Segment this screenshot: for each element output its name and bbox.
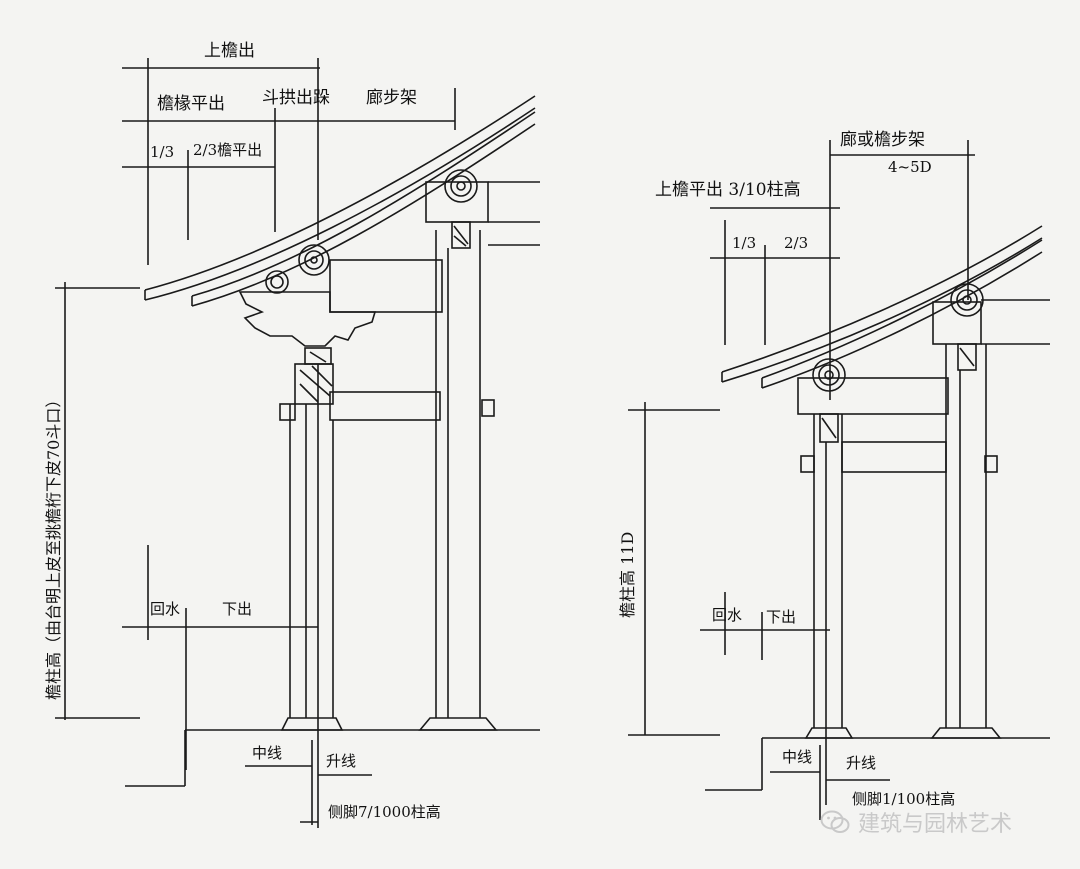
right-section-drawing bbox=[628, 140, 1050, 820]
label-upper-eave-overhang: 上檐出 bbox=[204, 41, 255, 61]
wechat-icon bbox=[820, 810, 850, 833]
label-upper-overhang-right: 上檐平出 3/10柱高 bbox=[655, 180, 801, 200]
watermark-text: 建筑与园林艺术 bbox=[858, 812, 1013, 837]
watermark: 建筑与园林艺术 bbox=[820, 806, 1012, 838]
label-return-water-right: 回水 bbox=[712, 606, 743, 624]
label-lower-overhang-right: 下出 bbox=[766, 608, 797, 626]
label-one-third-right: 1/3 bbox=[732, 234, 757, 252]
label-corridor-span-right: 廊或檐步架 bbox=[840, 130, 925, 150]
label-two-thirds-right: 2/3 bbox=[784, 234, 809, 252]
label-column-height-note: 檐柱高（由台明上皮至挑檐桁下皮70斗口） bbox=[44, 391, 63, 700]
label-corridor-span: 廊步架 bbox=[366, 88, 417, 108]
label-lower-overhang: 下出 bbox=[222, 600, 253, 618]
label-corridor-value: 4~5D bbox=[888, 158, 932, 176]
label-one-third: 1/3 bbox=[150, 143, 175, 161]
left-section-drawing bbox=[55, 58, 540, 828]
label-lean: 侧脚7/1000柱高 bbox=[328, 803, 441, 821]
label-two-thirds-rafter: 2/3檐平出 bbox=[193, 141, 263, 159]
label-bracket-projection: 斗拱出跺 bbox=[262, 88, 330, 108]
label-lean-right: 侧脚1/100柱高 bbox=[852, 790, 956, 808]
label-rise-line-right: 升线 bbox=[846, 754, 877, 772]
label-column-height-right: 檐柱高 11D bbox=[618, 531, 637, 618]
label-center-line: 中线 bbox=[252, 744, 283, 762]
label-rafter-overhang: 檐椽平出 bbox=[157, 94, 225, 114]
label-rise-line: 升线 bbox=[326, 752, 357, 770]
label-center-line-right: 中线 bbox=[782, 748, 813, 766]
label-return-water: 回水 bbox=[150, 600, 181, 618]
